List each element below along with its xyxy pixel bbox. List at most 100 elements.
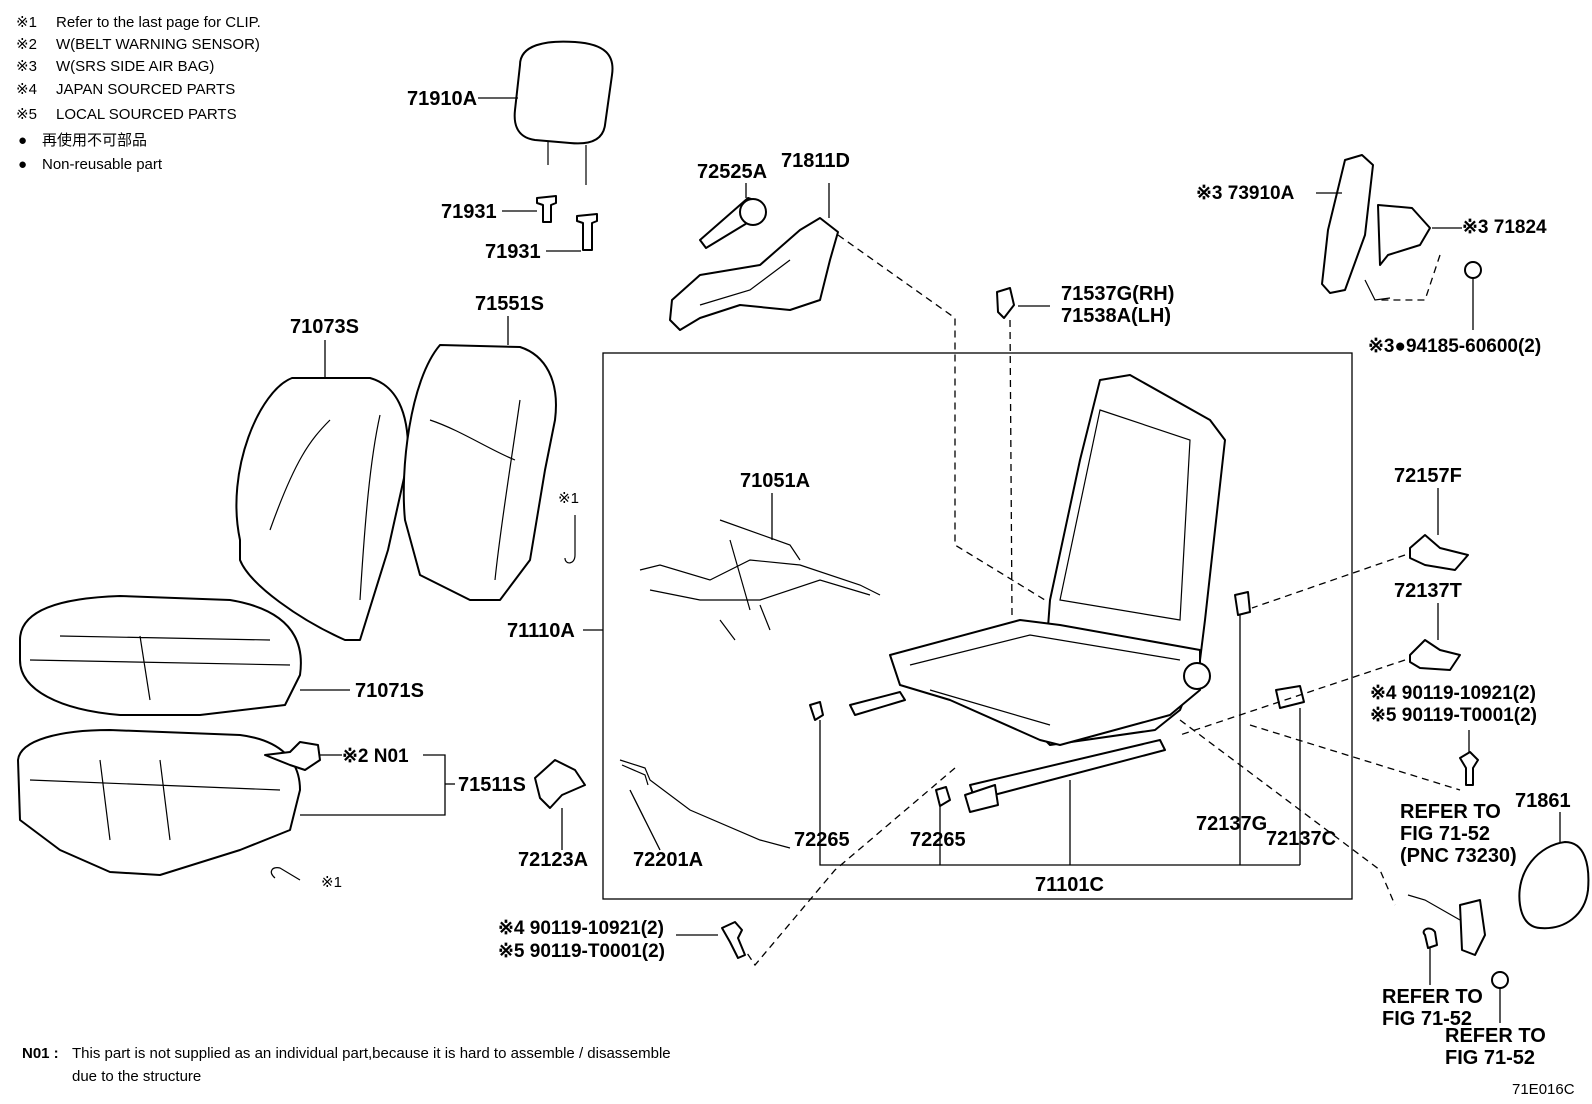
label-90119-10921-bottom: ※4 90119-10921(2) <box>498 918 664 939</box>
label-clip-lower: ※1 <box>321 874 342 891</box>
legend-text-4: JAPAN SOURCED PARTS <box>56 81 235 98</box>
figure-id: 71E016C <box>1512 1081 1575 1098</box>
seatback-cover-drawing <box>235 377 410 641</box>
seatback-pad-drawing <box>402 344 557 601</box>
ref-1-line-3: (PNC 73230) <box>1400 845 1517 867</box>
legend-text-6: 再使用不可部品 <box>42 132 147 149</box>
seat-frame-drawing <box>889 374 1226 746</box>
seat-cushion-pad-drawing <box>17 729 301 876</box>
label-71811d: 71811D <box>781 150 850 172</box>
wire-72201a-end <box>621 764 649 786</box>
seat-rail-drawing <box>849 691 1166 813</box>
clip-72265-right-drawing <box>935 786 951 807</box>
legend-mark-1: ※1 <box>16 14 37 31</box>
belt-sensor-drawing <box>264 741 321 771</box>
cushion-pad-seams <box>29 759 281 841</box>
screw-bottom-drawing <box>721 921 746 959</box>
label-72137c: 72137C <box>1266 828 1336 850</box>
wire-clip-drawing <box>564 515 576 564</box>
legend-mark-6: ● <box>18 132 27 149</box>
label-73910a: ※3 73910A <box>1196 183 1295 204</box>
legend-text-5: LOCAL SOURCED PARTS <box>56 106 237 123</box>
label-72525a: 72525A <box>697 161 767 183</box>
leader-lines <box>300 97 1561 1023</box>
label-71931-lower: 71931 <box>485 241 541 263</box>
clip-72137g-drawing <box>1234 591 1251 616</box>
legend-mark-2: ※2 <box>16 36 37 53</box>
label-clip-upper: ※1 <box>558 490 579 507</box>
recliner-lever-drawing <box>699 197 767 249</box>
label-71910a: 71910A <box>407 88 477 110</box>
screw-right-drawing <box>1459 751 1479 786</box>
label-71511s: 71511S <box>458 774 526 796</box>
label-71538a-lh: 71538A(LH) <box>1061 305 1171 327</box>
ref-3-line-1: REFER TO <box>1445 1025 1546 1047</box>
footnote: N01 : This part is not supplied as an in… <box>22 1045 671 1085</box>
label-90119-t0001-right: ※5 90119-T0001(2) <box>1370 705 1537 726</box>
ref-2-line-2: FIG 71-52 <box>1382 1008 1472 1030</box>
label-72123a: 72123A <box>518 849 588 871</box>
legend-mark-5: ※5 <box>16 106 37 123</box>
refer-labels: REFER TO FIG 71-52 (PNC 73230) REFER TO … <box>1382 801 1546 1069</box>
label-72265-left: 72265 <box>794 829 850 851</box>
seat-belt-buckle-drawing <box>1407 894 1509 989</box>
side-airbag-drawing <box>1321 154 1431 301</box>
label-72137g: 72137G <box>1196 813 1267 835</box>
legend-text-1: Refer to the last page for CLIP. <box>56 14 261 31</box>
label-72137t: 72137T <box>1394 580 1462 602</box>
headrest-guide-drawing <box>536 195 598 251</box>
label-71824: ※3 71824 <box>1462 217 1547 238</box>
label-71051a: 71051A <box>740 470 810 492</box>
ref-3-line-2: FIG 71-52 <box>1445 1047 1535 1069</box>
cover-72137t-drawing <box>1409 639 1461 671</box>
recliner-cover-drawing <box>669 217 839 331</box>
clip-72265-left-drawing <box>809 701 824 721</box>
label-71101c: 71101C <box>1035 874 1104 896</box>
footnote-line-2: due to the structure <box>72 1068 201 1085</box>
cover-72157f-drawing <box>1409 534 1469 571</box>
ref-1-line-1: REFER TO <box>1400 801 1501 823</box>
footnote-line-1: This part is not supplied as an individu… <box>72 1045 671 1062</box>
nut-drawing <box>1464 261 1482 279</box>
label-90119-t0001-bottom: ※5 90119-T0001(2) <box>498 941 665 962</box>
label-71931-upper: 71931 <box>441 201 497 223</box>
seat-spring-drawing <box>639 519 881 641</box>
legend-mark-3: ※3 <box>16 58 37 75</box>
legend-mark-4: ※4 <box>16 81 37 98</box>
footnote-label: N01 : <box>22 1045 59 1062</box>
legend-text-7: Non-reusable part <box>42 156 163 173</box>
label-90119-10921-right: ※4 90119-10921(2) <box>1370 683 1536 704</box>
seatback-cover-seams <box>269 414 381 601</box>
legend-mark-7: ● <box>18 156 27 173</box>
headrest-drawing <box>513 40 614 185</box>
cushion-cover-seams <box>29 635 291 701</box>
clip-72137c-drawing <box>1275 685 1305 709</box>
label-72157f: 72157F <box>1394 465 1462 487</box>
shield-71861-drawing <box>1518 841 1590 930</box>
label-94185-60600: ※3●94185-60600(2) <box>1368 336 1541 357</box>
label-71861: 71861 <box>1515 790 1571 812</box>
ref-1-line-2: FIG 71-52 <box>1400 823 1490 845</box>
label-72265-right: 72265 <box>910 829 966 851</box>
wire-72201a-drawing <box>619 759 791 849</box>
part-labels: 71910A 71931 71931 72525A 71811D ※3 7391… <box>290 88 1571 962</box>
legend: ※1 Refer to the last page for CLIP. ※2 W… <box>16 14 261 173</box>
assembly-frame-box <box>602 352 1353 900</box>
label-n01: ※2 N01 <box>342 746 409 767</box>
legend-text-3: W(SRS SIDE AIR BAG) <box>56 58 214 75</box>
label-71110a: 71110A <box>507 620 575 642</box>
label-72201a: 72201A <box>633 849 703 871</box>
bracket-72123a-drawing <box>534 759 586 809</box>
clip-71537g-drawing <box>996 287 1015 319</box>
label-71537g-rh: 71537G(RH) <box>1061 283 1174 305</box>
dashed-guide-lines <box>744 234 1461 967</box>
label-71073s: 71073S <box>290 316 359 338</box>
legend-text-2: W(BELT WARNING SENSOR) <box>56 36 260 53</box>
label-71071s: 71071S <box>355 680 424 702</box>
bottom-clip-drawing <box>270 867 301 881</box>
label-71551s: 71551S <box>475 293 544 315</box>
seatback-pad-seams <box>429 399 521 581</box>
seat-cushion-cover-drawing <box>19 595 302 716</box>
